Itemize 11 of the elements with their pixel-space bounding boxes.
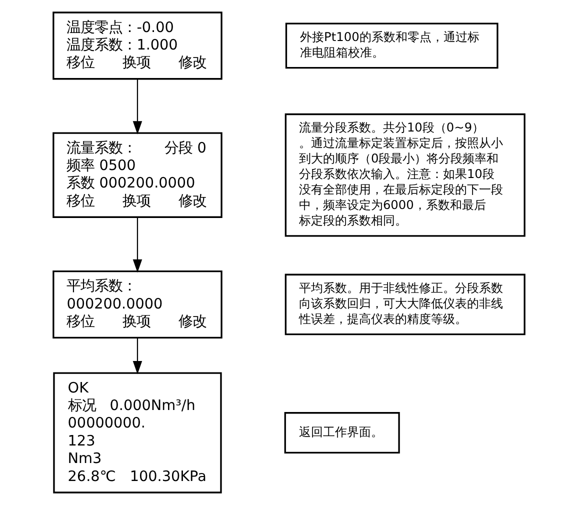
node-box: 流量分段系数。共分10段（0~9）。通过流量标定装置标定后，按照从小到大的顺序（0段最小）将分段频率和分段系数依次输入。注意：如果10段没有全部使用，在最后标定段的下一段中，频率设定为6000，系数和最后标定段的系数相同。 [284, 113, 525, 237]
node-box: 平均系数： 000200.0000 移位 换项 修改 [52, 270, 222, 338]
node-box: 温度零点：-0.00 温度系数：1.000 移位 换项 修改 [52, 12, 222, 80]
arrow [132, 78, 142, 134]
arrow [132, 217, 142, 273]
node-box: 平均系数。用于非线性修正。分段系数向该系数回归，可大大降低仪表的非线性误差，提高仪表的精度等级。 [284, 274, 525, 336]
node-box: 返回工作界面。 [284, 412, 400, 454]
arrow [132, 338, 142, 374]
node-box: OK 标况 0.000Nm³/h 00000000. 123 Nm3 26.8℃ 100.30KPa [52, 372, 222, 494]
node-box: 外接Pt100的系数和零点，通过标准电阻箱校准。 [284, 22, 498, 69]
node-box: 流量系数： 分段 0 频率 0500 系数 000200.0000 移位 换项 修改 [52, 132, 222, 218]
